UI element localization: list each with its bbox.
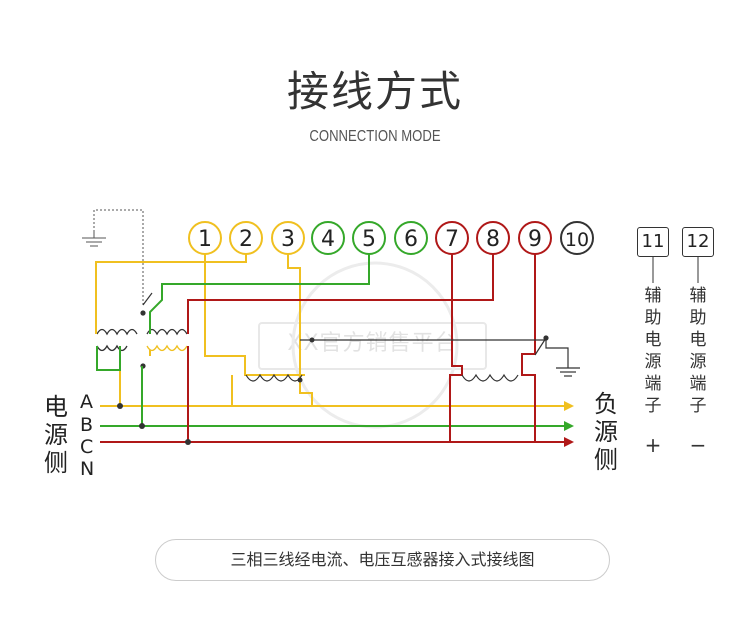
switch-right — [534, 335, 549, 356]
terminal-circle — [435, 221, 469, 255]
terminal-7: 7 — [435, 221, 469, 255]
terminal-circle — [188, 221, 222, 255]
wire-green — [96, 254, 370, 426]
terminal-label: 6 — [404, 227, 418, 252]
terminal-label: 4 — [321, 227, 335, 252]
page-title: 接线方式 — [286, 67, 463, 116]
terminal-group: 1 2 3 4 5 6 7 8 9 10 — [188, 221, 594, 255]
page-subtitle: CONNECTION MODE — [309, 128, 441, 145]
aux-sign-minus: − — [689, 433, 707, 457]
terminal-1: 1 — [188, 221, 222, 255]
terminal-6: 6 — [394, 221, 428, 255]
terminal-label: 1 — [198, 227, 212, 252]
terminal-circle — [518, 221, 552, 255]
phase-b-label: B — [80, 414, 94, 436]
wire-red — [187, 254, 536, 442]
aux-label-12: 辅助电源端子 — [689, 286, 707, 416]
phase-a-label: A — [80, 391, 93, 413]
terminal-circle — [271, 221, 305, 255]
terminal-label: 10 — [565, 229, 589, 251]
load-side-label: 负源侧 — [594, 390, 618, 474]
ground-symbol-left — [82, 209, 144, 305]
terminal-label: 2 — [239, 227, 253, 252]
terminal-label: 9 — [528, 227, 542, 252]
terminal-label: 3 — [281, 227, 295, 252]
terminal-8: 8 — [476, 221, 510, 255]
terminal-2: 2 — [229, 221, 263, 255]
terminal-circle — [311, 221, 345, 255]
terminal-circle — [476, 221, 510, 255]
terminal-circle — [229, 221, 263, 255]
terminal-10: 10 — [560, 221, 594, 255]
voltage-transformer — [96, 328, 188, 352]
terminal-label: 8 — [486, 227, 500, 252]
terminal-label: 7 — [445, 227, 459, 252]
terminal-label: 5 — [362, 227, 376, 252]
terminal-9: 9 — [518, 221, 552, 255]
aux-terminal-12: 12 — [682, 227, 714, 257]
diagram-caption: 三相三线经电流、电压互感器接入式接线图 — [155, 539, 610, 581]
arrow-heads — [564, 401, 574, 447]
junction-dots — [117, 337, 315, 445]
terminal-3: 3 — [271, 221, 305, 255]
phase-c-label: C — [80, 436, 94, 458]
aux-sign-plus: + — [644, 433, 662, 457]
aux-label-11: 辅助电源端子 — [644, 286, 662, 416]
phase-lines — [100, 405, 568, 443]
current-transformers — [245, 373, 519, 382]
source-side-label: 电源侧 — [44, 393, 68, 477]
aux-terminal-11: 11 — [637, 227, 669, 257]
phase-n-label: N — [80, 458, 95, 480]
watermark-stamp: XX官方销售平台 — [258, 322, 487, 370]
terminal-4: 4 — [311, 221, 345, 255]
wire-neutral — [300, 339, 580, 377]
terminal-circle — [394, 221, 428, 255]
terminal-circle — [352, 221, 386, 255]
terminal-circle — [560, 221, 594, 255]
terminal-5: 5 — [352, 221, 386, 255]
